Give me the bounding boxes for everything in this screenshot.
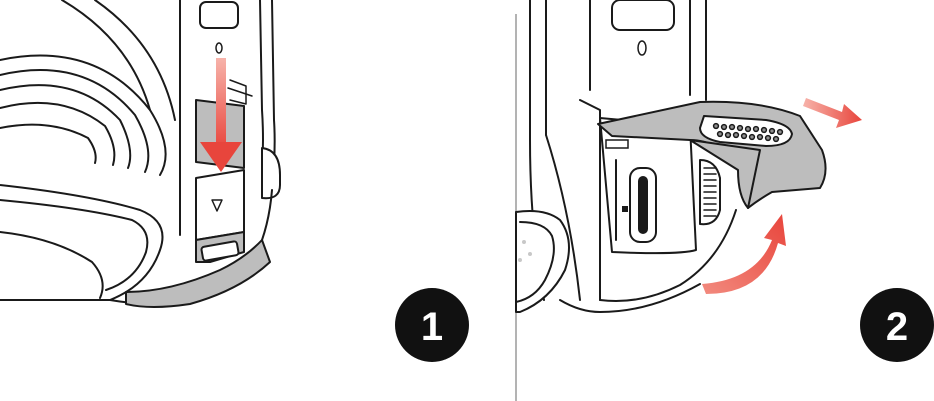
arrow-down-icon bbox=[200, 58, 242, 172]
lens-guard bbox=[0, 184, 271, 308]
battery-door bbox=[195, 99, 245, 263]
side-button-2 bbox=[699, 159, 721, 226]
step-badge-1: 1 bbox=[395, 288, 469, 362]
battery-slot bbox=[599, 117, 697, 255]
step-label-1: 1 bbox=[421, 305, 443, 349]
curved-arrow-icon bbox=[702, 214, 786, 294]
battery-door-open bbox=[597, 100, 827, 209]
triangle-icon bbox=[211, 199, 223, 212]
step-badge-2: 2 bbox=[860, 288, 934, 362]
step-label-2: 2 bbox=[886, 305, 908, 349]
camera-body bbox=[179, 0, 276, 236]
camera-lens bbox=[0, 0, 176, 176]
panel-step-1: 1 bbox=[0, 0, 469, 362]
lens-guard-2 bbox=[515, 210, 570, 313]
arrow-right-icon bbox=[803, 98, 862, 128]
panel-step-2: 2 bbox=[515, 0, 934, 362]
